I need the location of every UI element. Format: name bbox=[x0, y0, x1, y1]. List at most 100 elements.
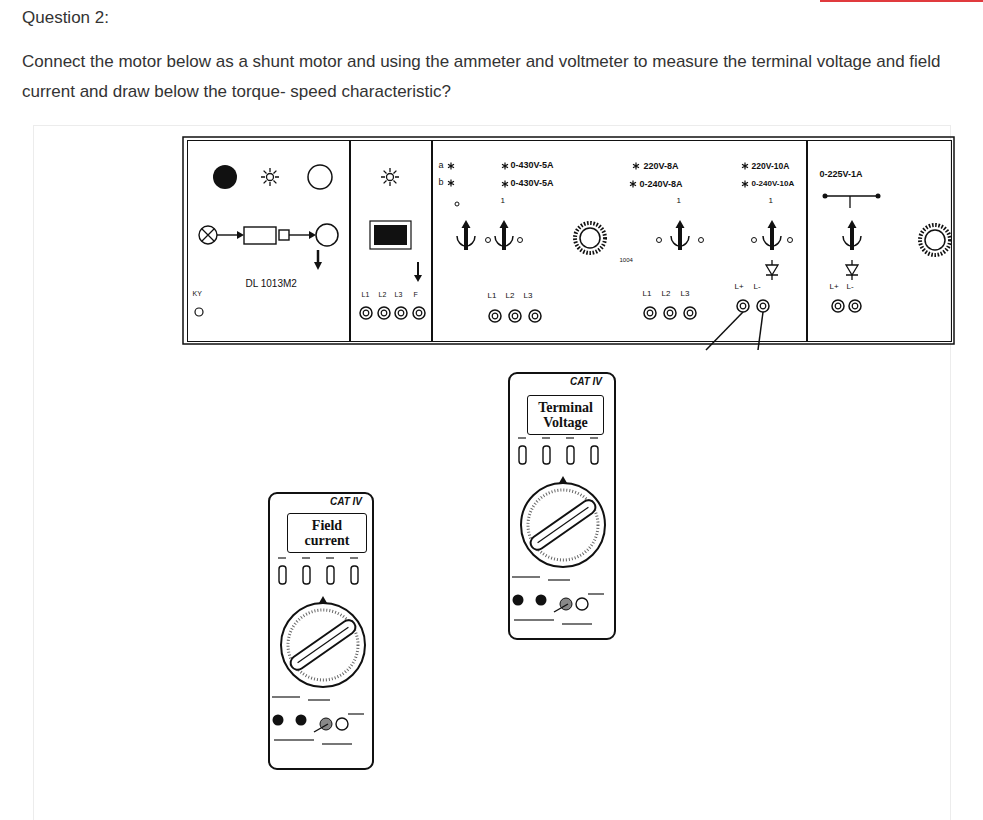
illustration-part bbox=[374, 225, 407, 245]
panel-label: DL 1013M2 bbox=[246, 279, 297, 289]
panel-label: 220V-8A bbox=[644, 162, 679, 171]
meter-display: Terminal Voltage bbox=[527, 395, 604, 435]
illustration-part bbox=[758, 312, 763, 350]
display-text: Terminal Voltage bbox=[528, 400, 603, 430]
illustration-part bbox=[448, 163, 454, 170]
illustration-part bbox=[763, 220, 781, 250]
illustration-part bbox=[657, 238, 662, 243]
illustration-part bbox=[706, 312, 743, 350]
illustration-part bbox=[237, 231, 244, 239]
panel-label: L2 bbox=[662, 290, 671, 298]
illustration-part bbox=[279, 230, 289, 240]
panel-label: L1 bbox=[362, 291, 370, 298]
multimeter: CAT IVTerminal Voltage bbox=[508, 372, 616, 640]
illustration-part bbox=[825, 196, 878, 208]
illustration-part bbox=[183, 137, 954, 344]
panel-label: L3 bbox=[681, 290, 690, 298]
illustration-part bbox=[633, 163, 639, 170]
illustration-part bbox=[518, 238, 523, 243]
illustration-part bbox=[699, 238, 704, 243]
illustration-part bbox=[217, 234, 240, 235]
panel-label: 0-430V-5A bbox=[511, 161, 554, 170]
illustration-part bbox=[512, 438, 605, 624]
illustration-part bbox=[489, 310, 501, 322]
question-title: Question 2: bbox=[22, 8, 109, 28]
panel-label: 1 bbox=[501, 197, 505, 205]
illustration-part bbox=[455, 202, 459, 206]
illustration-part bbox=[486, 238, 491, 243]
panel-label: 0-225V-1A bbox=[820, 170, 863, 179]
illustration-part bbox=[502, 181, 508, 188]
illustration-part bbox=[832, 300, 844, 312]
illustration-part bbox=[630, 181, 636, 188]
panel-module: L1 L2 L3 F bbox=[350, 140, 432, 342]
illustration-part bbox=[664, 307, 676, 319]
panel-label: L2 bbox=[506, 292, 515, 300]
illustration-part bbox=[529, 310, 541, 322]
illustration-part bbox=[395, 307, 407, 319]
illustration-part bbox=[788, 238, 793, 243]
illustration-part bbox=[644, 307, 656, 319]
panel-label: F bbox=[414, 291, 418, 298]
illustration-part bbox=[575, 223, 605, 253]
illustration-part bbox=[414, 275, 422, 282]
illustration-part bbox=[509, 310, 521, 322]
panel-module: 0-225V-1A L+ L- bbox=[807, 140, 952, 342]
illustration-part bbox=[316, 224, 338, 246]
panel-label: 0-430V-5A bbox=[511, 179, 554, 188]
illustration-part bbox=[684, 307, 696, 319]
illustration-part bbox=[502, 163, 508, 170]
question-text: Connect the motor below as a shunt motor… bbox=[22, 47, 977, 107]
panel-label: L- bbox=[754, 283, 761, 291]
panel-label: L1 bbox=[643, 290, 652, 298]
panel-label: 0-240V-10A bbox=[752, 180, 795, 188]
illustration-part bbox=[195, 308, 203, 316]
illustration-part bbox=[309, 231, 316, 239]
illustration-part bbox=[370, 221, 411, 249]
illustration-part bbox=[378, 307, 390, 319]
illustration-part bbox=[742, 163, 748, 170]
panel-label: 0-240V-8A bbox=[640, 180, 683, 189]
meter-display: Field current bbox=[287, 513, 367, 553]
panel-label: 1 bbox=[677, 197, 681, 205]
panel-label: L3 bbox=[395, 291, 403, 298]
illustration-part bbox=[289, 234, 311, 235]
illustration-part bbox=[261, 168, 279, 186]
panel-label: L2 bbox=[379, 291, 387, 298]
illustration-part bbox=[757, 300, 769, 312]
illustration-part bbox=[317, 250, 320, 264]
voltmeter-body bbox=[512, 438, 605, 624]
illustration-part bbox=[820, 0, 983, 2]
panel-module: ab 0-430V-5A 0-430V-5A 1L1 L2 L3 1004 220V-8A 0-… bbox=[432, 140, 807, 342]
multimeter: CAT IVField current bbox=[268, 492, 374, 770]
illustration-part bbox=[360, 307, 372, 319]
illustration-part bbox=[849, 300, 861, 312]
panel-label: KY bbox=[193, 290, 202, 297]
panel-label: L3 bbox=[524, 292, 533, 300]
illustration-part bbox=[308, 165, 332, 189]
panel-label: 1 bbox=[769, 197, 773, 205]
illustration-part bbox=[752, 238, 757, 243]
illustration-part bbox=[244, 227, 276, 244]
illustration-part bbox=[34, 126, 951, 820]
illustration-part bbox=[766, 260, 778, 280]
panel-label: 220V-10A bbox=[752, 162, 790, 171]
panel-label: L- bbox=[847, 283, 854, 291]
panel-label: L+ bbox=[735, 283, 744, 291]
display-text: Field current bbox=[288, 518, 366, 548]
panel-label: a bbox=[439, 161, 444, 170]
illustration-part bbox=[457, 220, 475, 250]
illustration-part bbox=[920, 225, 950, 255]
panel-label: L+ bbox=[830, 283, 839, 291]
illustration-part bbox=[417, 262, 419, 276]
illustration-part bbox=[413, 307, 425, 319]
illustration-part bbox=[742, 181, 748, 188]
illustration-part bbox=[381, 168, 399, 186]
illustration-part bbox=[202, 229, 214, 241]
panel-label: b bbox=[439, 178, 444, 187]
panel-module: DL 1013M2KY bbox=[187, 140, 350, 342]
panel-label: 1004 bbox=[620, 257, 633, 263]
panel-label: L1 bbox=[488, 292, 497, 300]
